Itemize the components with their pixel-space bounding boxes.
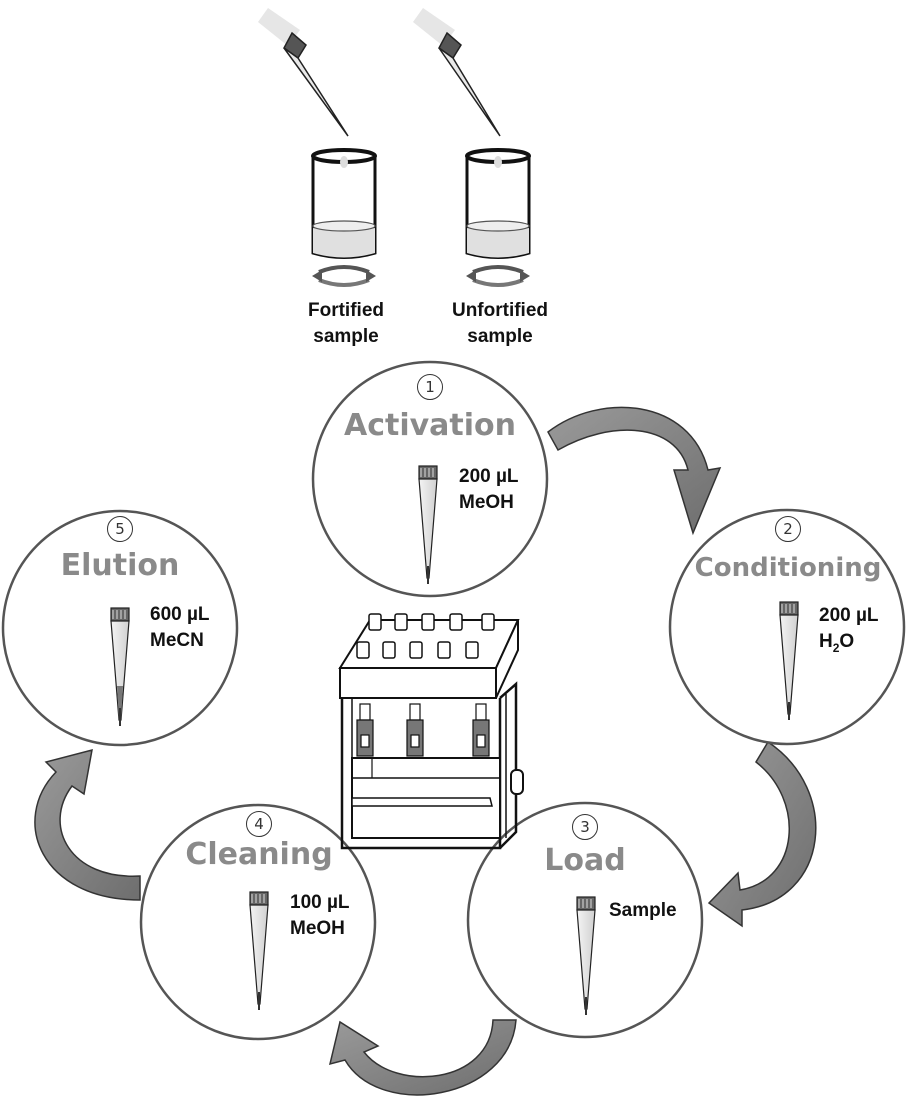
fortified-sample-label: Fortified sample (276, 298, 416, 350)
elution-reagent: 600 µL MeCN (150, 602, 210, 654)
spe-manifold-apparatus-icon (338, 613, 524, 850)
activation-tip-icon (418, 465, 438, 584)
fortified-sample-label-line1: Fortified (308, 300, 384, 321)
cleaning-tip-icon (249, 891, 269, 1010)
fortified-pipette-icon (258, 8, 349, 137)
unfortified-sample-label: Unfortified sample (430, 298, 570, 350)
elution-solvent: MeCN (150, 630, 204, 651)
arrow-load-to-cleaning-icon (328, 1019, 517, 1096)
conditioning-solvent-main: H (819, 631, 833, 652)
arrow-activation-to-conditioning-icon (547, 406, 722, 536)
elution-step-number: 5 (107, 516, 133, 542)
unfortified-sample-label-line1: Unfortified (451, 300, 549, 321)
elution-step-title: Elution (60, 548, 180, 583)
load-tip-icon (576, 896, 596, 1015)
arrow-conditioning-to-load-icon (707, 740, 817, 928)
conditioning-tip-icon (779, 601, 799, 720)
fortified-sample-vial-icon (311, 148, 377, 287)
load-step-number: 3 (572, 814, 598, 840)
conditioning-solvent-subscript: 2 (832, 640, 840, 655)
load-sample-label: Sample (609, 900, 677, 921)
arrow-cleaning-to-elution-icon (34, 748, 141, 901)
load-step-title: Load (544, 843, 626, 878)
conditioning-step-title: Conditioning (694, 553, 882, 583)
conditioning-step-number: 2 (775, 516, 801, 542)
activation-volume: 200 µL (459, 466, 519, 487)
activation-solvent: MeOH (459, 492, 514, 513)
load-reagent: Sample (609, 898, 677, 924)
cleaning-step-number: 4 (246, 811, 272, 837)
conditioning-solvent: H2O (819, 629, 879, 661)
unfortified-pipette-icon (413, 8, 501, 137)
unfortified-sample-label-line2: sample (467, 326, 533, 347)
activation-step-number: 1 (417, 374, 443, 400)
unfortified-sample-vial-icon (465, 148, 531, 287)
fortified-sample-label-line2: sample (313, 326, 379, 347)
conditioning-solvent-end: O (839, 631, 855, 652)
activation-reagent: 200 µL MeOH (459, 464, 519, 516)
cleaning-volume: 100 µL (290, 892, 350, 913)
elution-tip-icon (110, 607, 130, 726)
cleaning-reagent: 100 µL MeOH (290, 890, 350, 942)
cleaning-step-title: Cleaning (185, 837, 333, 872)
activation-step-title: Activation (343, 408, 517, 443)
conditioning-volume: 200 µL (819, 605, 879, 626)
elution-volume: 600 µL (150, 604, 210, 625)
conditioning-reagent: 200 µL H2O (819, 603, 879, 661)
cleaning-solvent: MeOH (290, 918, 345, 939)
